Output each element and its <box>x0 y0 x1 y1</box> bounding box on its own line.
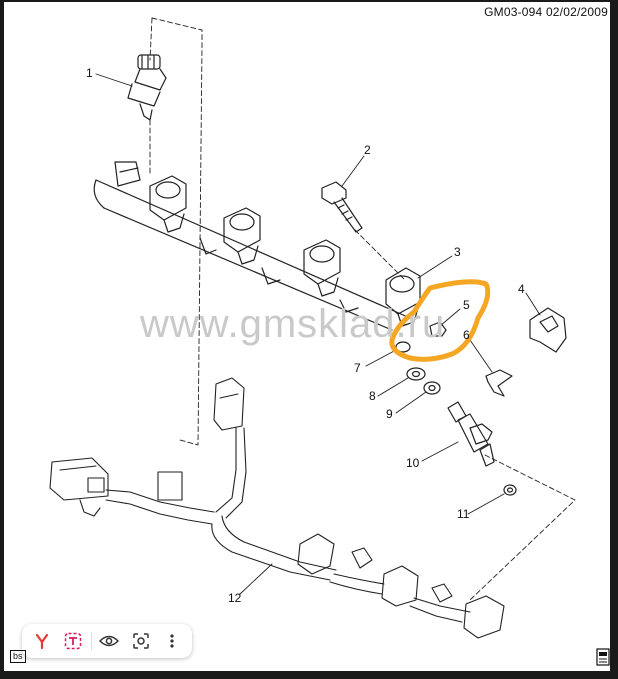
harness-connector <box>381 565 419 607</box>
callout-2: 2 <box>364 143 371 157</box>
washer-part-8 <box>406 367 426 381</box>
more-button[interactable] <box>158 627 186 655</box>
injector-socket <box>223 207 261 265</box>
callout-labels: 1 2 3 4 5 6 7 8 9 10 11 12 <box>86 66 525 605</box>
o-ring-part-11 <box>503 484 517 496</box>
lens-button[interactable] <box>127 627 155 655</box>
harness-connector <box>431 583 453 603</box>
callout-8: 8 <box>369 389 376 403</box>
callout-4: 4 <box>518 282 525 296</box>
translate-button[interactable] <box>59 627 87 655</box>
washer-part-9 <box>423 381 441 395</box>
callout-9: 9 <box>386 407 393 421</box>
diagram-sheet <box>4 2 610 671</box>
bolt-part-5 <box>429 321 447 337</box>
fuel-rail-part-3 <box>93 161 421 331</box>
more-icon <box>170 634 174 648</box>
lens-icon <box>133 633 149 649</box>
clip-part-6 <box>485 369 513 397</box>
harness-connector <box>49 457 109 501</box>
translate-icon <box>65 632 82 650</box>
callout-7: 7 <box>354 361 361 375</box>
injector-socket <box>303 239 341 297</box>
injector-socket <box>149 175 187 233</box>
dashed-guide-lines <box>149 17 576 601</box>
callout-1: 1 <box>86 66 93 80</box>
fuel-injector-part-10 <box>447 401 495 467</box>
eye-icon <box>99 635 120 647</box>
harness-connector <box>351 547 373 569</box>
yandex-icon <box>35 633 48 649</box>
callout-12: 12 <box>228 591 242 605</box>
toolbar-separator <box>90 632 92 650</box>
callout-10: 10 <box>406 456 420 470</box>
leader-lines <box>95 73 541 595</box>
callout-5: 5 <box>463 298 470 312</box>
diagram-code-date: GM03-094 02/02/2009 <box>484 5 608 19</box>
harness-connector <box>463 595 505 639</box>
highlight-annotation <box>389 279 491 362</box>
injector-socket <box>385 267 421 327</box>
wiring-harness-part-12 <box>49 377 505 639</box>
bolt-part-2 <box>321 181 363 233</box>
view-button[interactable] <box>95 627 123 655</box>
clip-part-4 <box>529 307 567 353</box>
floating-toolbar <box>22 624 192 658</box>
yandex-button[interactable] <box>28 627 56 655</box>
document-corner-icon <box>596 648 610 666</box>
pressure-sensor-part-1 <box>127 54 167 121</box>
callout-11: 11 <box>457 507 470 521</box>
o-ring-part-7 <box>395 341 411 353</box>
harness-connector <box>297 533 335 575</box>
callout-6: 6 <box>463 328 470 342</box>
bs-badge: bs <box>10 650 26 663</box>
harness-connector <box>213 377 245 431</box>
callout-3: 3 <box>454 245 461 259</box>
